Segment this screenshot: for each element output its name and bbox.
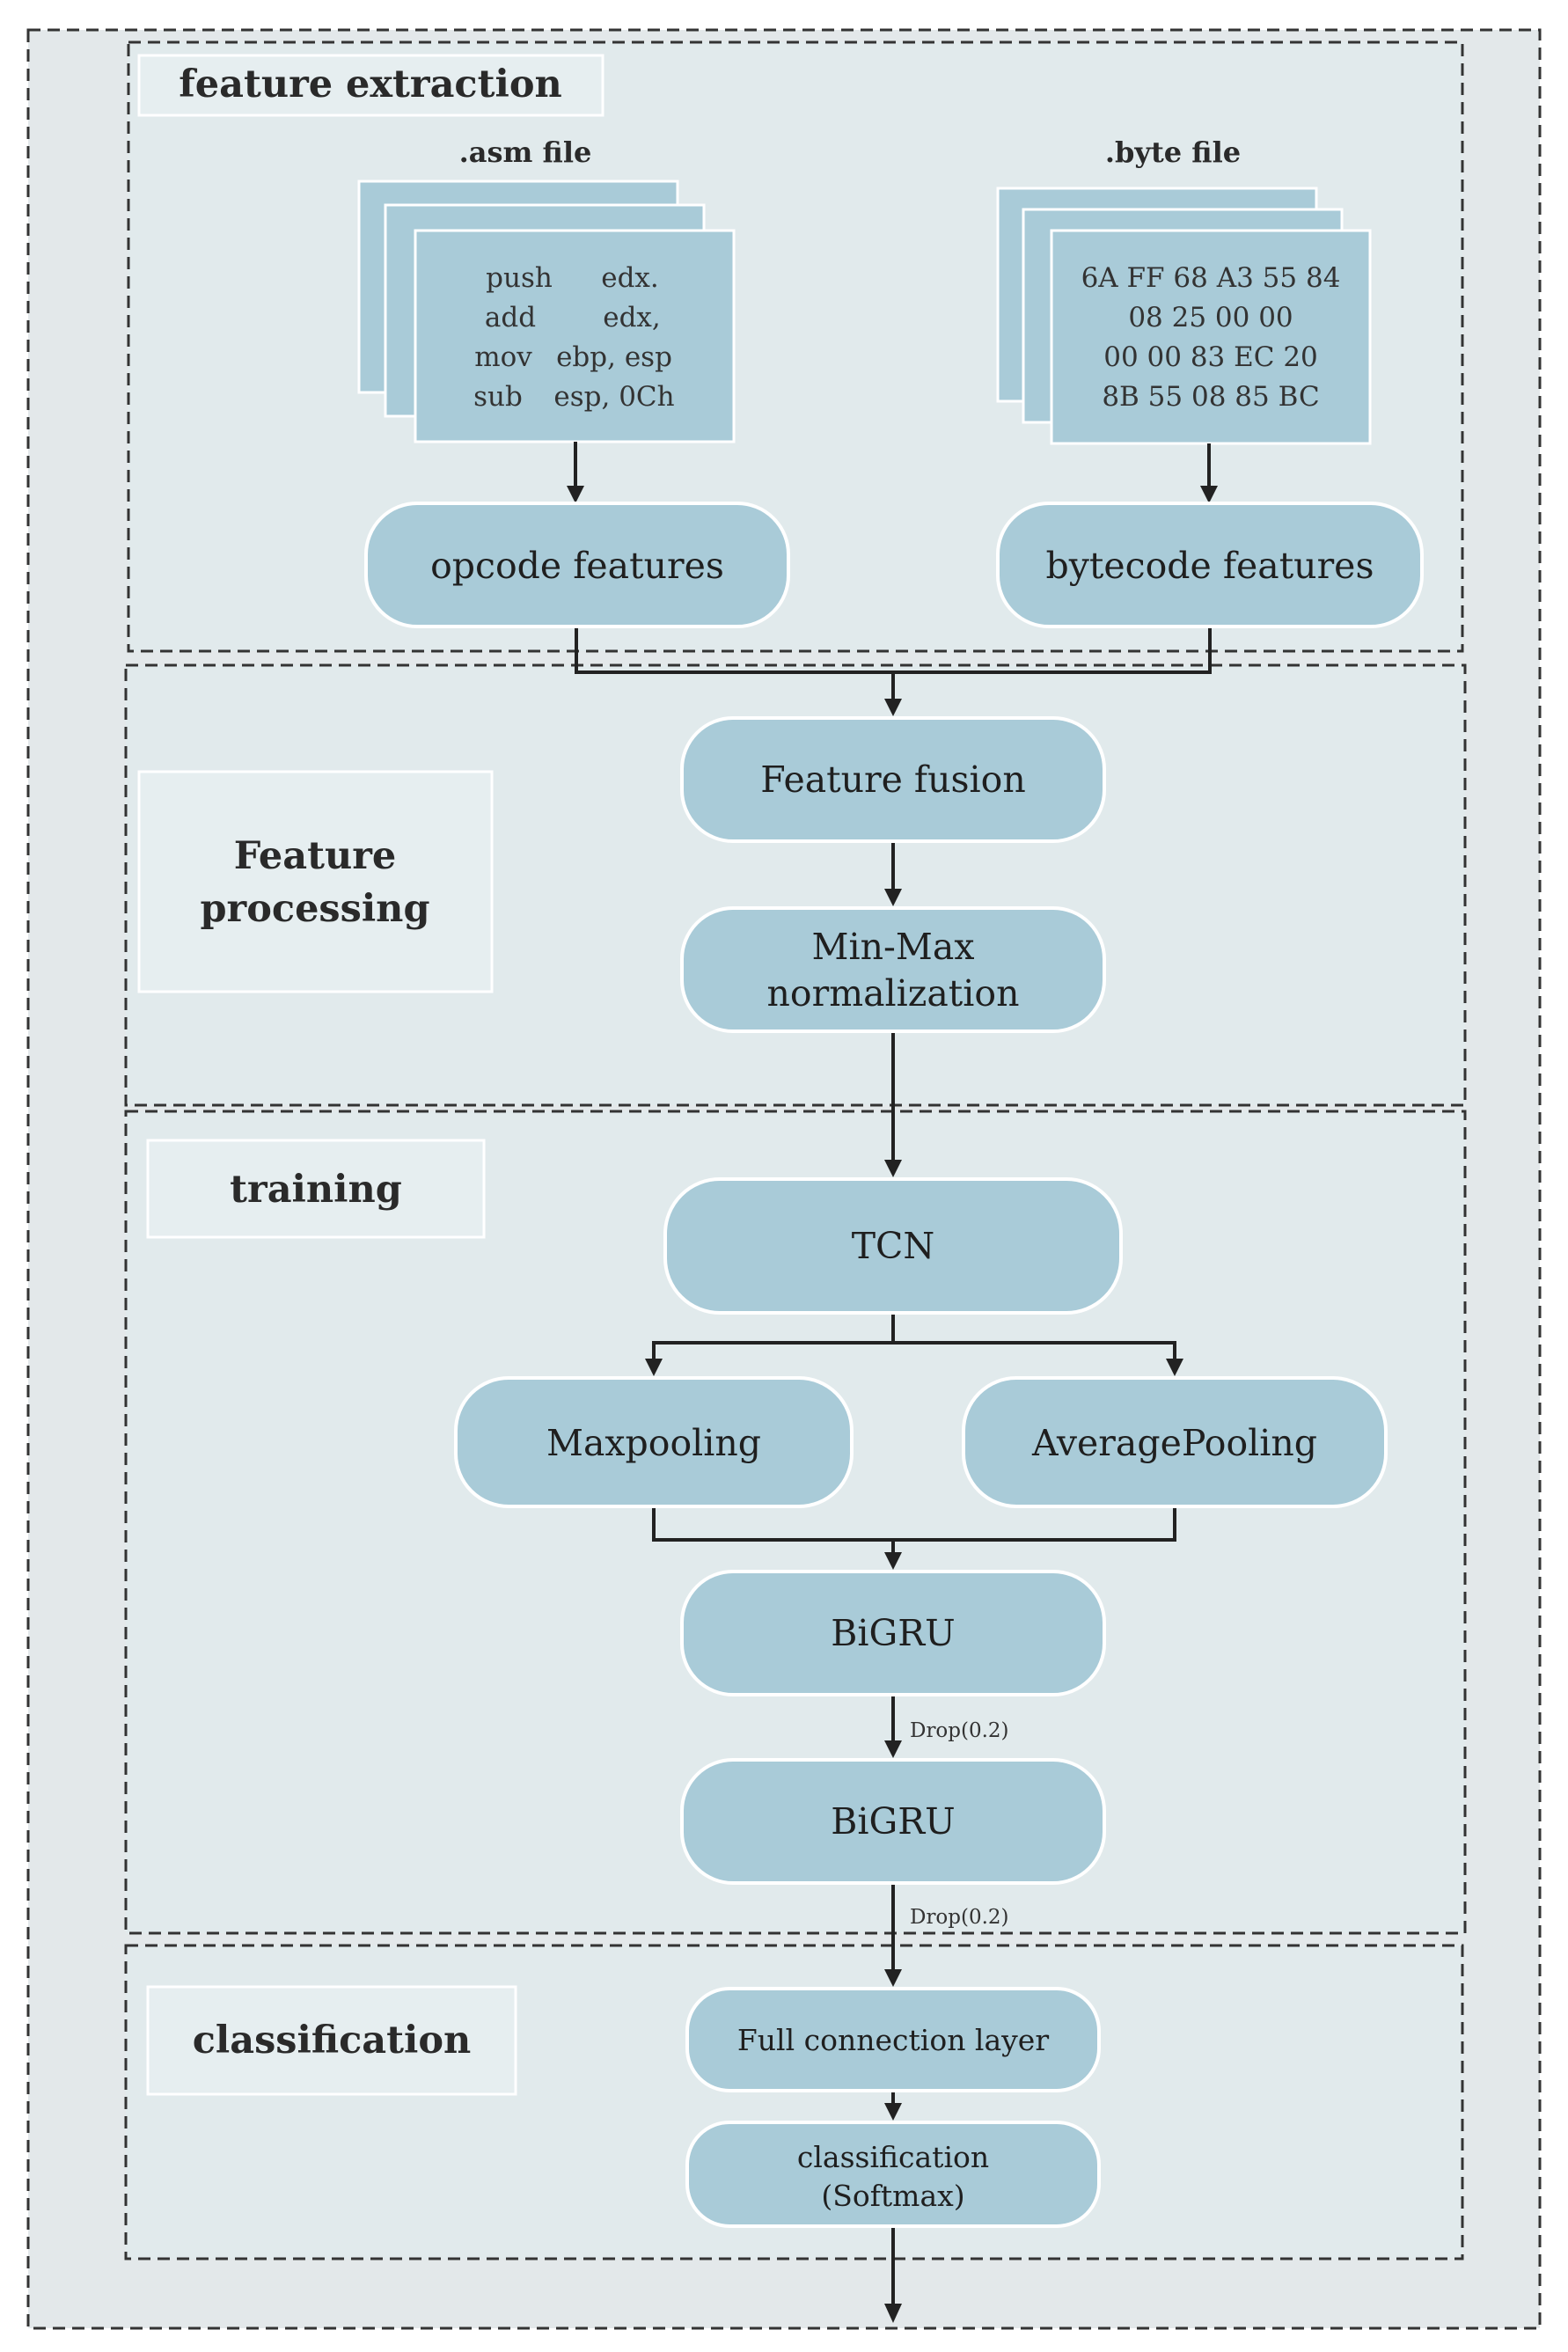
section-label-feature-processing-line2: processing — [200, 887, 429, 931]
edge-label-drop-1: Drop(0.2) — [910, 1719, 1009, 1742]
byte-line-2: 08 25 00 00 — [1128, 302, 1293, 333]
node-tcn — [663, 1177, 1123, 1315]
node-minmax-label-line1: Min-Max — [812, 926, 975, 968]
node-feature-fusion — [680, 716, 1106, 843]
node-feature-fusion-label: Feature fusion — [760, 758, 1026, 801]
arrowhead-bigru-2 — [884, 1740, 902, 1758]
section-label-box-feature-processing — [137, 770, 494, 993]
node-bigru-2 — [680, 1758, 1106, 1885]
section-label-box-feature-extraction — [137, 54, 604, 117]
node-bigru-1 — [680, 1570, 1106, 1696]
node-averagepooling-label: AveragePooling — [1031, 1422, 1317, 1464]
node-bigru-1-label: BiGRU — [831, 1612, 955, 1654]
edge-bytecode-to-fusion — [893, 626, 1212, 674]
node-bytecode-features — [996, 502, 1424, 628]
section-label-feature-processing-line1: Feature — [234, 834, 397, 878]
asm-line-2-opcode: add — [485, 302, 536, 333]
arrowhead-fusion — [884, 699, 902, 716]
asm-line-3-opcode: mov — [474, 341, 532, 373]
node-classification-softmax — [685, 2121, 1101, 2228]
section-label-box-training — [146, 1139, 486, 1239]
node-softmax-label-line1: classification — [797, 2140, 989, 2174]
asm-file-card-front — [414, 229, 736, 443]
node-minmax-normalization — [680, 906, 1106, 1033]
asm-line-2-operand: edx, — [603, 302, 661, 333]
node-bigru-2-label: BiGRU — [831, 1800, 955, 1843]
arrowhead-bytecode — [1200, 486, 1218, 503]
node-bytecode-features-label: bytecode features — [1045, 545, 1374, 587]
arrowhead-tcn — [884, 1160, 902, 1177]
section-label-box-classification — [146, 1985, 517, 2096]
arrowhead-opcode — [567, 486, 584, 503]
arrowhead-output — [884, 2304, 902, 2323]
byte-file-card-front — [1050, 229, 1372, 445]
node-full-connection-layer — [685, 1987, 1101, 2092]
node-full-connection-label: Full connection layer — [737, 2023, 1049, 2057]
asm-line-4-opcode: sub — [473, 381, 523, 413]
node-averagepooling — [962, 1376, 1388, 1508]
section-label-classification: classification — [193, 2019, 472, 2063]
edge-label-drop-2: Drop(0.2) — [910, 1906, 1009, 1929]
asm-file-title: .asm file — [459, 136, 592, 169]
byte-file-title: .byte file — [1105, 136, 1241, 169]
arrowhead-bigru-1 — [884, 1552, 902, 1570]
edge-opcode-to-fusion — [575, 626, 893, 674]
asm-line-4-operand: esp, 0Ch — [553, 381, 674, 413]
section-label-feature-extraction: feature extraction — [179, 62, 562, 106]
edge-averagepooling-to-bigru — [893, 1506, 1176, 1542]
arrowhead-softmax — [884, 2103, 902, 2121]
edge-tcn-to-averagepooling — [893, 1341, 1176, 1360]
asm-line-1-opcode: push — [486, 262, 553, 294]
node-tcn-label: TCN — [852, 1225, 935, 1267]
node-opcode-features-label: opcode features — [430, 545, 724, 587]
arrowhead-minmax — [884, 889, 902, 906]
arrowhead-averagepooling — [1166, 1359, 1183, 1376]
node-maxpooling-label: Maxpooling — [546, 1422, 761, 1464]
arrowhead-maxpooling — [645, 1359, 663, 1376]
section-label-training: training — [230, 1168, 402, 1212]
byte-line-4: 8B 55 08 85 BC — [1102, 381, 1319, 413]
node-softmax-label-line2: (Softmax) — [821, 2179, 964, 2213]
node-maxpooling — [454, 1376, 854, 1508]
arrowhead-full-connection — [884, 1969, 902, 1987]
byte-line-1: 6A FF 68 A3 55 84 — [1081, 262, 1341, 294]
edges — [567, 442, 1218, 2323]
edge-maxpooling-to-bigru — [652, 1506, 893, 1542]
edge-tcn-to-maxpooling — [652, 1313, 895, 1360]
asm-line-3-operand: ebp, esp — [556, 341, 672, 373]
node-minmax-label-line2: normalization — [767, 972, 1020, 1015]
byte-line-3: 00 00 83 EC 20 — [1103, 341, 1318, 373]
node-opcode-features — [364, 502, 790, 628]
asm-line-1-operand: edx. — [601, 262, 659, 294]
